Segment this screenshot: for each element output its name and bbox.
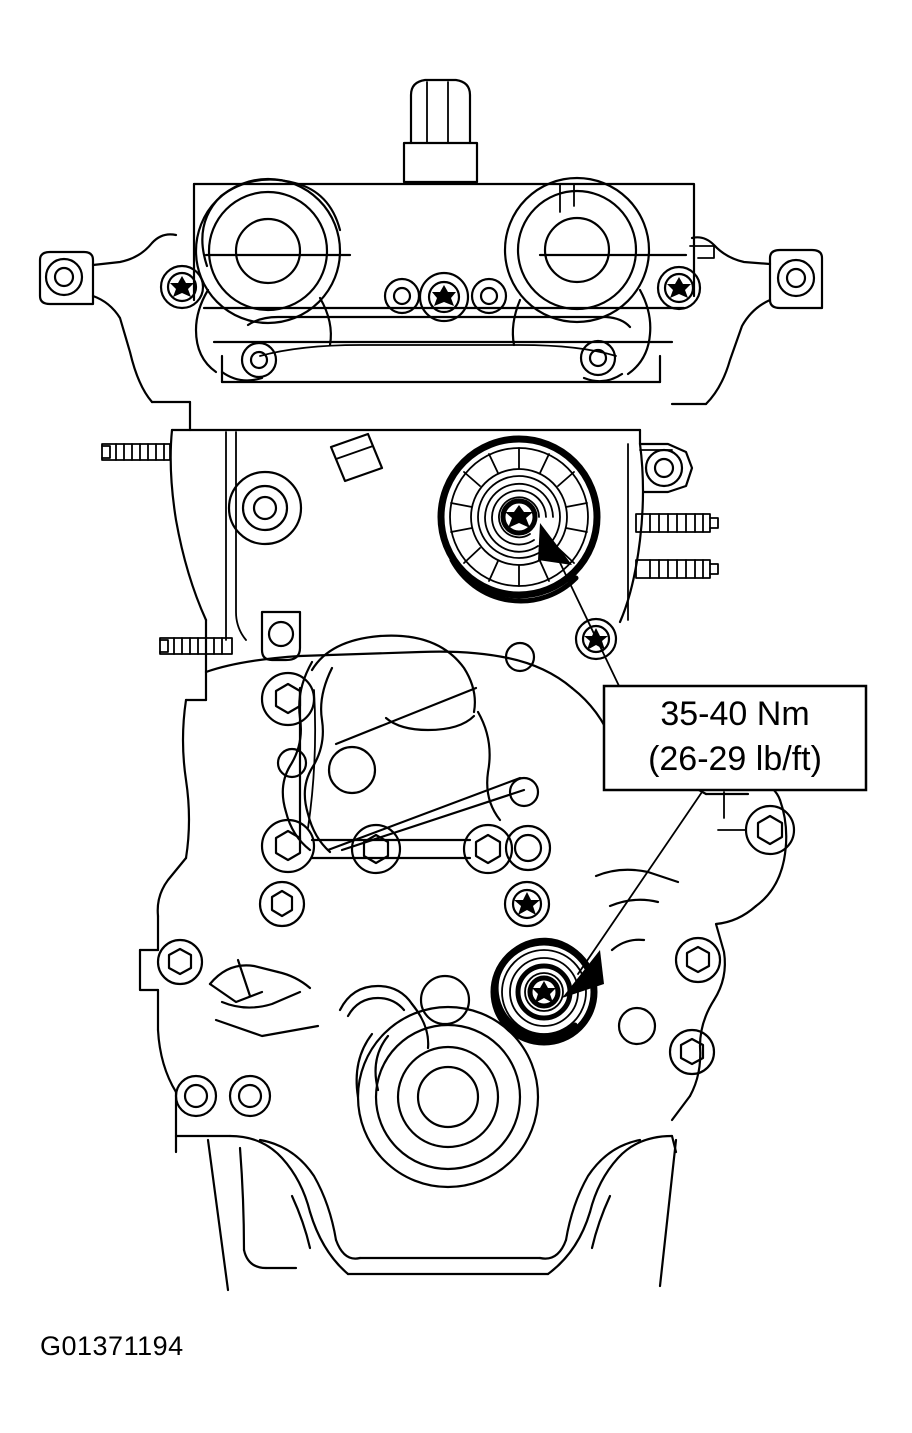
camshaft-cover-center-bolts [383, 271, 508, 323]
torx-bolt [503, 880, 551, 928]
hex-bolt [470, 277, 508, 315]
camshaft-boss-right [503, 176, 652, 383]
camshaft-sprocket [437, 435, 601, 604]
tensioner-pulley [490, 937, 598, 1046]
hex-bolt [156, 938, 204, 986]
oil-filler-cap [402, 78, 479, 184]
hex-bolt [260, 818, 316, 874]
torx-bolt [656, 265, 702, 311]
hex-bolt [260, 671, 316, 727]
mounting-bracket-right [670, 236, 824, 406]
cylinder-head [169, 400, 645, 674]
torx-bolt [418, 271, 470, 323]
block-side-boss [638, 442, 694, 494]
hex-bolt [668, 1028, 716, 1076]
leader-to-tensioner-pulley [562, 791, 703, 998]
cover-flange-torx-bolts [159, 264, 702, 311]
block-plug-boss [329, 432, 384, 483]
stud-bolt [159, 637, 233, 655]
block-circular-boss [227, 470, 303, 546]
camshaft-sprocket-bolt [500, 498, 538, 536]
figure-id-label: G01371194 [40, 1331, 184, 1361]
crankshaft-pulley [355, 1005, 540, 1189]
timing-cover [204, 610, 618, 928]
torque-value-nm: 35-40 Nm [660, 695, 809, 733]
stud-bolt [101, 443, 171, 461]
mounting-bracket-left [38, 233, 192, 404]
stud-bolt [635, 559, 719, 579]
torque-value-lbft: (26-29 lb/ft) [648, 740, 822, 778]
engine-block [138, 670, 678, 1292]
sprocket-spokes [450, 447, 588, 587]
tensioner-pulley-bolt [527, 975, 561, 1009]
stud-bolt [635, 513, 719, 533]
leader-to-camshaft-sprocket [538, 523, 621, 689]
torque-callout-box: 35-40 Nm (26-29 lb/ft) [602, 684, 868, 792]
hex-bolt [258, 880, 306, 928]
camshaft-boss-left [194, 177, 342, 382]
hex-bolt [674, 936, 722, 984]
torx-bolt [159, 264, 205, 310]
